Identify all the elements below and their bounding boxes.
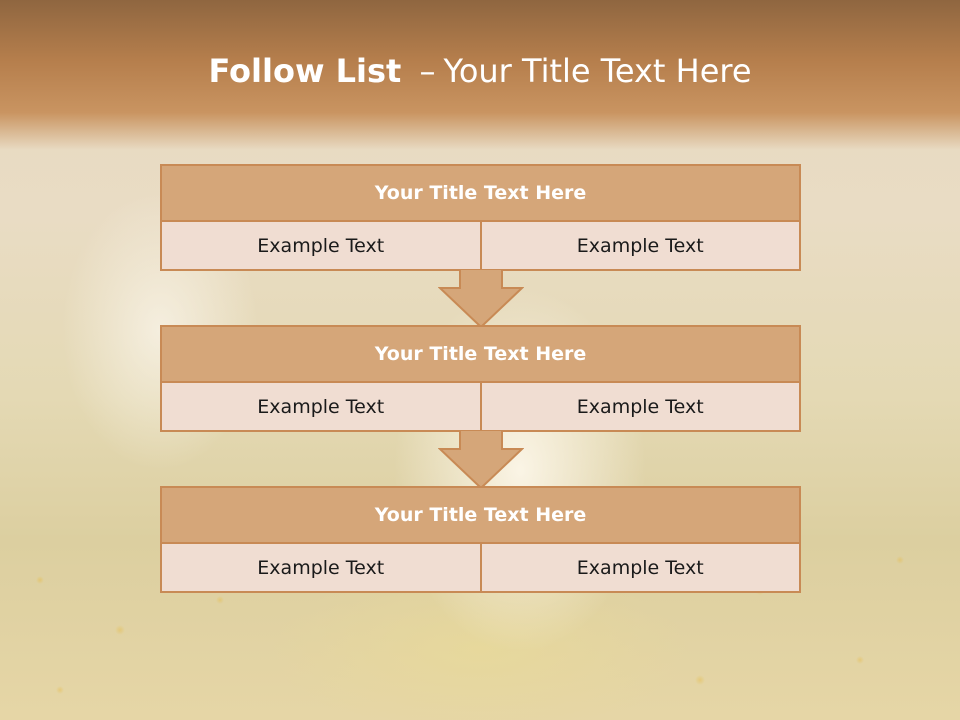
- slide-title-bold: Follow List: [208, 52, 402, 90]
- step-row: Example Text Example Text: [160, 383, 801, 432]
- step-title: Your Title Text Here: [160, 164, 801, 222]
- down-arrow-icon: [438, 269, 524, 329]
- slide-title: Follow List –Your Title Text Here: [0, 52, 960, 90]
- step-block-3: Your Title Text Here Example Text Exampl…: [160, 486, 801, 593]
- step-row: Example Text Example Text: [160, 544, 801, 593]
- slide-title-rest: Your Title Text Here: [443, 52, 752, 90]
- step-cell-left: Example Text: [160, 222, 482, 271]
- step-cell-right: Example Text: [481, 383, 801, 432]
- step-title: Your Title Text Here: [160, 486, 801, 544]
- step-cell-right: Example Text: [481, 544, 801, 593]
- step-cell-left: Example Text: [160, 544, 482, 593]
- step-block-1: Your Title Text Here Example Text Exampl…: [160, 164, 801, 271]
- slide-title-dash: –: [419, 52, 436, 90]
- step-cell-left: Example Text: [160, 383, 482, 432]
- step-title: Your Title Text Here: [160, 325, 801, 383]
- step-cell-right: Example Text: [481, 222, 801, 271]
- down-arrow-icon: [438, 430, 524, 490]
- step-row: Example Text Example Text: [160, 222, 801, 271]
- title-band: [0, 0, 960, 150]
- step-block-2: Your Title Text Here Example Text Exampl…: [160, 325, 801, 432]
